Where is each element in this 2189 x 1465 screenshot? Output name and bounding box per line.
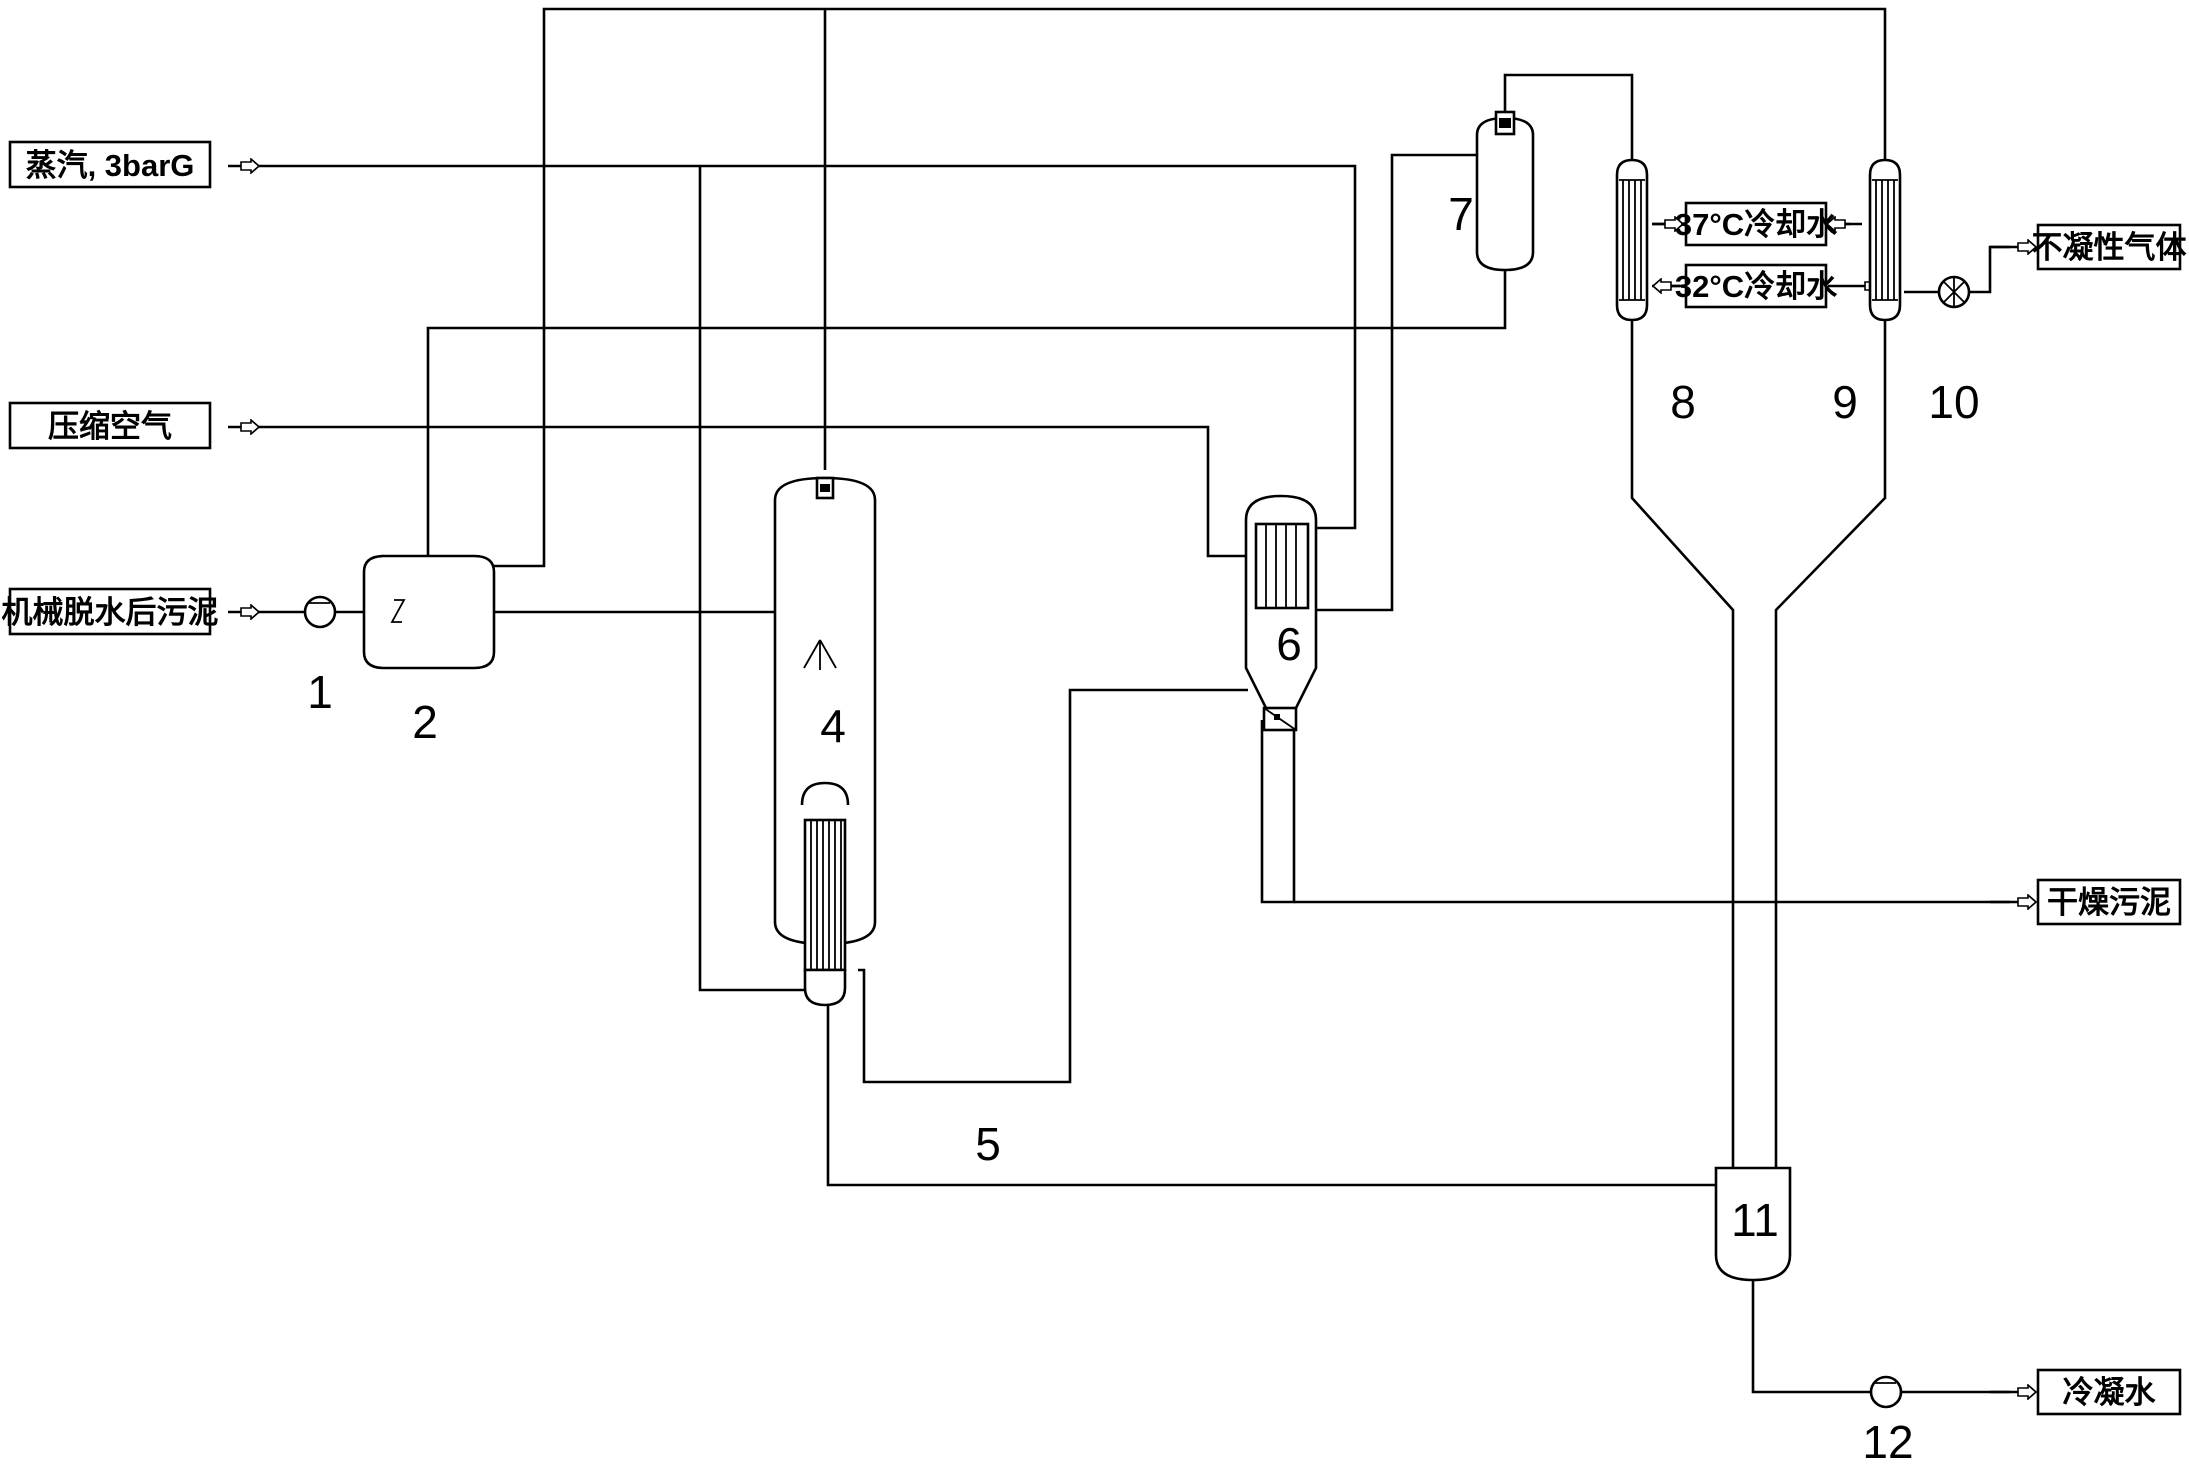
pipe-tank-to-pump — [1751, 1280, 1870, 1394]
pipe-steam-branch — [698, 166, 810, 992]
fan-10-icon — [1937, 275, 1971, 309]
pipe-fan-to-vent — [1970, 245, 2010, 294]
compressed-air-label: 压缩空气 — [48, 409, 172, 444]
cw37-label: 37°C冷却水 — [1675, 207, 1838, 242]
pipe-separator-to-condenser — [1503, 73, 1634, 160]
pipe-condensate-funnel-2 — [1774, 320, 1887, 1168]
cw32-label: 32°C冷却水 — [1675, 269, 1838, 304]
dryer-6 — [1244, 494, 1318, 732]
pump-1-icon — [303, 595, 337, 629]
flow-arrows — [228, 166, 2035, 1392]
label-11: 11 — [1731, 1194, 1779, 1246]
label-4: 4 — [820, 700, 846, 752]
cw37-label-box: 37°C冷却水 — [1675, 201, 1838, 247]
separator-7 — [1475, 110, 1535, 272]
dried-sludge-label: 干燥污泥 — [2047, 885, 2171, 920]
label-10: 10 — [1928, 376, 1979, 428]
dried-sludge-label-box: 干燥污泥 — [2036, 878, 2182, 926]
pipe-column-to-dryer — [858, 688, 1248, 1084]
condensate-tank-11 — [1714, 1166, 1792, 1282]
condensate-label: 冷凝水 — [2063, 1375, 2157, 1410]
pipe-condensate-funnel — [1630, 320, 1735, 1168]
pipe-condensate-return — [826, 1005, 1716, 1187]
column-4 — [773, 476, 877, 1007]
noncondensable-gas-label-box: 不凝性气体 — [2032, 223, 2187, 271]
feed-tank-2 — [362, 554, 496, 670]
condensate-label-box: 冷凝水 — [2036, 1368, 2182, 1416]
steam-label: 蒸汽, 3barG — [26, 148, 195, 183]
condenser-9 — [1868, 158, 1902, 322]
cw32-label-box: 32°C冷却水 — [1675, 263, 1838, 309]
condenser-8 — [1615, 158, 1649, 322]
pump-12-icon — [1869, 1375, 1903, 1409]
pipe-steam-supply — [258, 164, 1357, 530]
pipe-solids-chute — [1260, 720, 1296, 904]
equipment-numbers: 1 2 4 5 6 7 8 9 10 11 12 — [307, 188, 1979, 1465]
label-2: 2 — [412, 696, 438, 748]
pipe-compressed-air — [258, 425, 1246, 558]
pipe-dryer-to-separator — [1316, 153, 1477, 612]
equipment — [303, 110, 1971, 1409]
label-1: 1 — [307, 666, 333, 718]
pipe-vapor-top-loop — [486, 7, 1887, 568]
pipe-tank-to-separator — [426, 268, 1507, 566]
label-7: 7 — [1448, 188, 1474, 240]
label-12: 12 — [1862, 1416, 1913, 1465]
stream-labels: 蒸汽, 3barG 压缩空气 机械脱水后污泥 37°C冷却水 32°C冷却水 不… — [2, 140, 2187, 1416]
steam-label-box: 蒸汽, 3barG — [8, 140, 212, 189]
compressed-air-label-box: 压缩空气 — [8, 401, 212, 450]
sludge-feed-label-box: 机械脱水后污泥 — [2, 587, 219, 636]
label-9: 9 — [1832, 376, 1858, 428]
label-6: 6 — [1276, 618, 1302, 670]
label-8: 8 — [1670, 376, 1696, 428]
noncondensable-gas-label: 不凝性气体 — [2032, 230, 2187, 265]
sludge-feed-label: 机械脱水后污泥 — [2, 595, 219, 630]
label-5: 5 — [975, 1118, 1001, 1170]
